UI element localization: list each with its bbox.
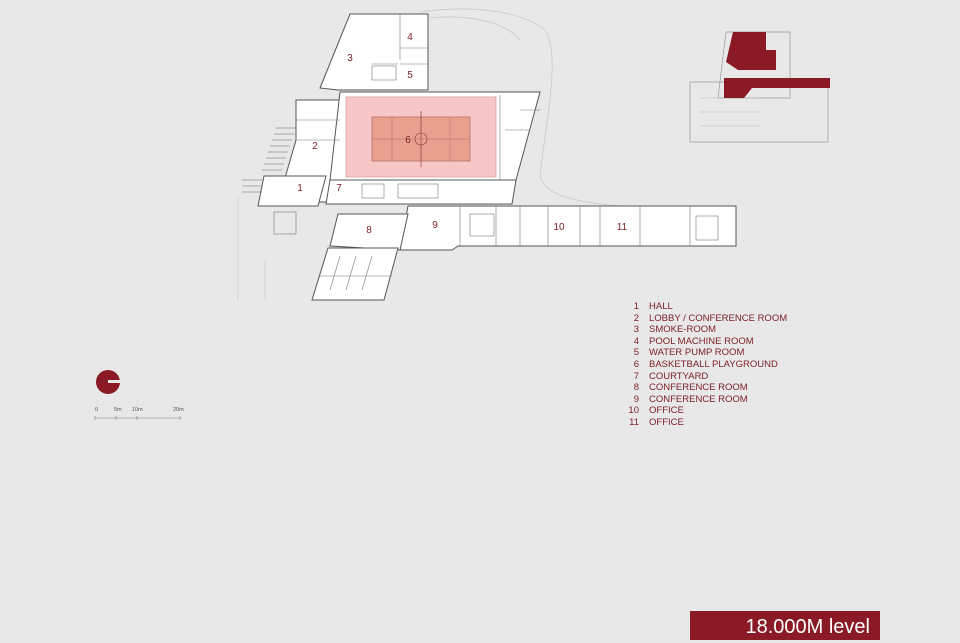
room-number-1: 1 [297,183,303,194]
site-contours [237,8,651,300]
room-number-4: 4 [407,32,413,43]
scale-label-0: 0 [95,407,99,413]
scale-label-20m: 20m [173,407,184,413]
scale-bar [94,416,181,420]
room-number-10: 10 [553,222,565,233]
room-number-6: 6 [405,135,411,146]
scale-label-10m: 10m [132,407,143,413]
interior-walls [273,14,719,291]
room-number-5: 5 [407,70,413,81]
room-number-7: 7 [336,183,342,194]
key-plan-icon [689,31,830,143]
level-badge: 18.000M level [690,611,880,640]
basketball-court [345,96,497,178]
scale-label-5m: 5m [114,407,122,413]
room-number-9: 9 [432,220,438,231]
room-labels: 1 2 3 4 5 6 7 8 9 10 11 [297,32,627,236]
room-number-3: 3 [347,53,353,64]
north-arrow-icon [96,370,120,394]
building-outline [257,13,737,301]
scale-bar-labels: 0 5m 10m 20m [92,407,192,417]
room-number-2: 2 [312,141,318,152]
room-number-11: 11 [617,222,628,233]
stairs [242,127,296,193]
room-number-8: 8 [366,225,372,236]
